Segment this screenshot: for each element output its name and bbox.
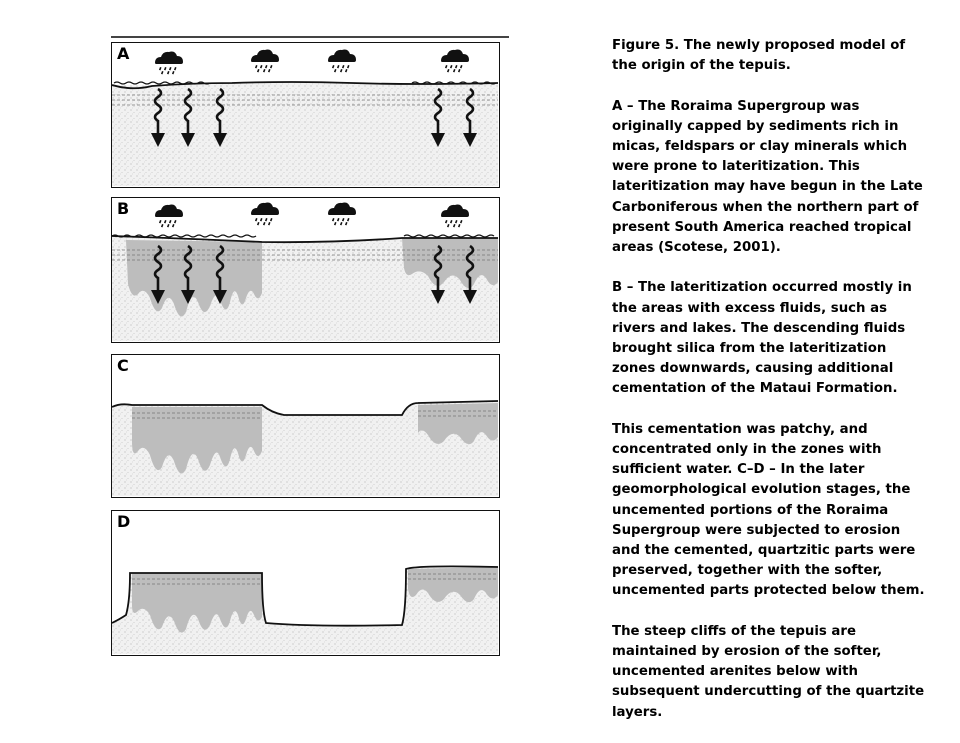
caption-paragraph-d: The steep cliffs of the tepuis are maint… <box>612 622 932 723</box>
panel-c: C <box>111 354 500 498</box>
panel-label-d: D <box>117 512 130 531</box>
rain-cloud-icon <box>328 50 356 73</box>
caption-title: Figure 5. The newly proposed model of th… <box>612 36 932 76</box>
panel-d: D <box>111 510 500 656</box>
figure-caption: Figure 5. The newly proposed model of th… <box>612 36 932 743</box>
caption-paragraph-b: B – The lateritization occurred mostly i… <box>612 278 932 399</box>
panel-top-rule <box>111 36 509 38</box>
panel-label-c: C <box>117 356 129 375</box>
panel-label-a: A <box>117 44 129 63</box>
rain-cloud-icon <box>251 203 279 226</box>
rain-cloud-icon <box>328 203 356 226</box>
caption-paragraph-a: A – The Roraima Supergroup was originall… <box>612 97 932 259</box>
rain-cloud-icon <box>441 205 469 228</box>
panel-b: B <box>111 197 500 343</box>
panel-label-b: B <box>117 199 129 218</box>
rain-cloud-icon <box>251 50 279 73</box>
panel-a: A <box>111 42 500 188</box>
water-surface-right <box>404 235 494 237</box>
rain-cloud-icon <box>155 205 183 228</box>
rain-cloud-icon <box>155 52 183 75</box>
caption-paragraph-c: This cementation was patchy, and concent… <box>612 420 932 602</box>
rain-cloud-icon <box>441 50 469 73</box>
